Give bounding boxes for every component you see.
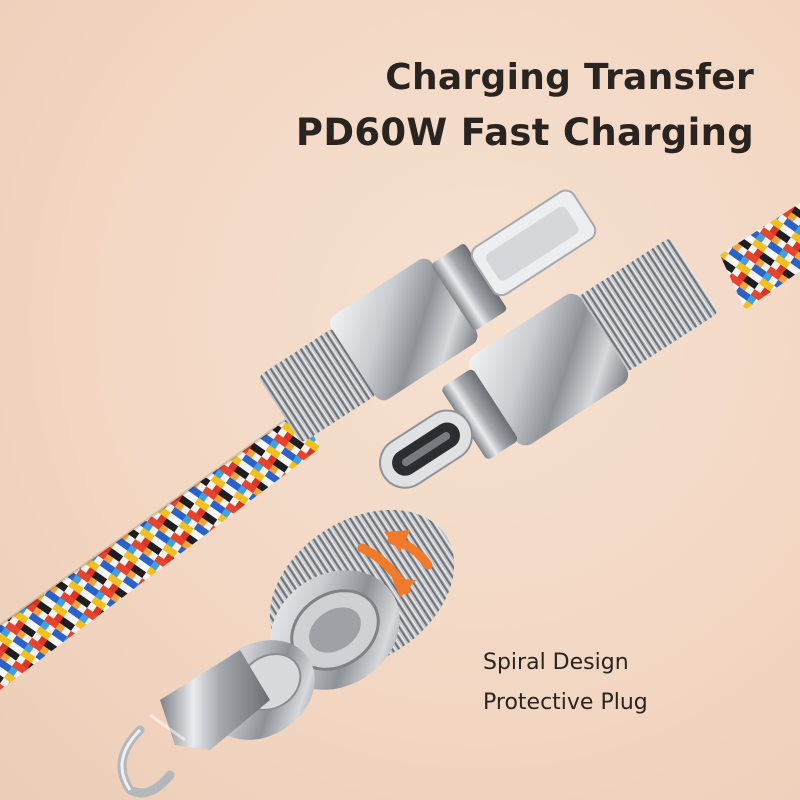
usb-c-connector	[379, 239, 717, 489]
right-braided-cable	[720, 203, 800, 310]
lightning-connector	[260, 189, 597, 442]
left-braided-cable	[0, 408, 320, 690]
key-ring-icon	[117, 725, 175, 798]
headline: Charging Transfer PD60W Fast Charging	[296, 52, 754, 162]
rotation-arrow-icon	[357, 530, 433, 598]
caption-line-2: Protective Plug	[483, 690, 648, 715]
feature-caption: Spiral Design Protective Plug	[483, 643, 648, 723]
protective-plug	[117, 640, 315, 798]
usb-c-knurled-collar	[579, 239, 717, 371]
lightning-housing	[330, 258, 478, 401]
headline-line-1: Charging Transfer	[385, 57, 754, 98]
lightning-knurled-collar	[260, 329, 375, 442]
usb-c-housing	[468, 293, 629, 446]
caption-line-1: Spiral Design	[483, 650, 629, 675]
headline-line-2: PD60W Fast Charging	[295, 111, 754, 154]
